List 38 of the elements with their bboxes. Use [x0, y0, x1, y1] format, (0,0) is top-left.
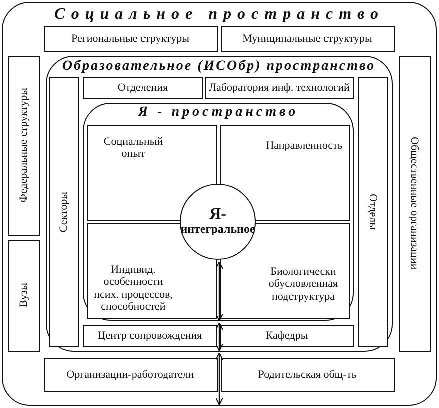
sector-box: [220, 325, 354, 347]
sector-box: [44, 26, 218, 52]
sector-label: Региональные структуры: [72, 32, 190, 44]
quadrant-label: Биологически обусловленная подструктура: [268, 266, 340, 303]
arrow: [215, 261, 224, 322]
sector-box: [358, 77, 388, 347]
sector-box: [44, 358, 218, 392]
ring-title: Образовательное (ИСОбр) пространство: [61, 58, 377, 74]
sector-box: [8, 240, 40, 352]
sector-label: Муниципальные структуры: [242, 32, 372, 44]
sector-label: Родительская общ-ть: [258, 368, 357, 380]
ring-frame: [46, 56, 392, 352]
arrow: [215, 352, 224, 406]
quadrant-label: Социальный опыт: [102, 136, 164, 160]
sector-label: Федеральные структуры: [18, 88, 30, 203]
sector-box: [220, 26, 394, 52]
sector-box: [8, 56, 40, 236]
sector-box: [205, 77, 354, 99]
sector-box: [83, 325, 217, 347]
sector-box: [398, 56, 430, 352]
sector-label: Секторы: [58, 192, 70, 232]
sector-box: [49, 77, 79, 347]
ring-frame: [83, 103, 354, 321]
quadrant-label: Направленность: [265, 140, 344, 152]
quadrant-label: Индивид. особенности псих. процессов, способностей: [93, 264, 174, 314]
sector-label: Кафедры: [266, 330, 308, 342]
sector-label: Отделения: [118, 82, 168, 94]
ring-title: Социальное пространство: [54, 6, 386, 24]
sector-box: [220, 358, 394, 392]
sector-label: Вузы: [18, 283, 30, 308]
sector-box: [83, 77, 203, 99]
sector-label: Общественные организации: [408, 137, 420, 270]
arrow: [215, 322, 224, 352]
sector-label: Лаборатория инф. технологий: [209, 82, 350, 94]
sector-label: Организации-работодатели: [66, 368, 194, 380]
sector-label: Отделы: [367, 194, 379, 230]
ring-title: Я - пространство: [137, 105, 300, 121]
sector-label: Центр сопровождения: [98, 330, 202, 342]
